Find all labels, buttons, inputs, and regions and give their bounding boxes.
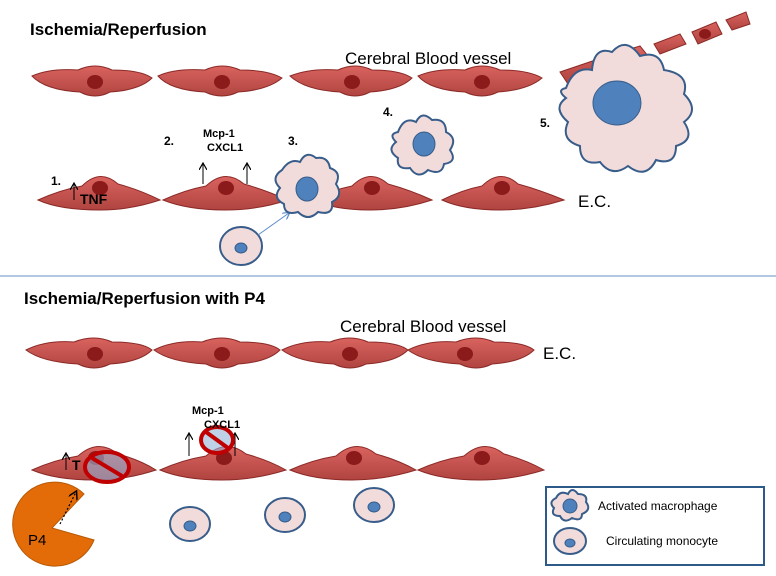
inhibition-icon [199, 425, 235, 455]
nucleus [457, 347, 473, 361]
chemokine-up-arrows [189, 434, 235, 456]
circulating-monocyte [219, 226, 263, 266]
migration-arrow [257, 213, 289, 236]
top-cxcl1-label: CXCL1 [207, 142, 244, 154]
nucleus [699, 29, 711, 39]
top-tnf-label: TNF [80, 191, 108, 207]
chemokine-up-arrows [203, 164, 247, 184]
bottom-panel-title: Ischemia/Reperfusion with P4 [24, 289, 265, 308]
nucleus [92, 181, 108, 195]
nucleus [494, 181, 510, 195]
top-lower-vessel-wall [36, 176, 566, 211]
nucleus [214, 75, 230, 89]
legend-macrophage-label: Activated macrophage [598, 499, 718, 513]
legend-box [545, 486, 765, 566]
step-5-label: 5. [540, 116, 551, 130]
inhibition-icon [83, 450, 131, 484]
endothelial-cell [653, 33, 687, 55]
bottom-upper-vessel-wall [25, 337, 535, 369]
nucleus [87, 75, 103, 89]
activated-macrophage [390, 114, 455, 176]
nucleus [474, 75, 490, 89]
nucleus [344, 75, 360, 89]
activated-macrophage [274, 153, 341, 218]
bottom-vessel-label: Cerebral Blood vessel [340, 317, 507, 336]
legend-macrophage-icon [550, 489, 590, 522]
nucleus [364, 181, 380, 195]
top-vessel-label: Cerebral Blood vessel [345, 49, 512, 68]
step-3-label: 3. [288, 134, 299, 148]
circulating-monocyte [264, 497, 306, 533]
nucleus [87, 347, 103, 361]
nucleus [342, 347, 358, 361]
bottom-tnf-label: T [72, 457, 81, 473]
nucleus [346, 451, 362, 465]
p4-action-arrow [59, 492, 76, 525]
p4-label: P4 [28, 532, 47, 549]
step-4-label: 4. [383, 105, 394, 119]
circulating-monocyte [353, 487, 395, 523]
bottom-mcp1-label: Mcp-1 [192, 405, 224, 417]
circulating-monocyte [169, 506, 211, 542]
nucleus [214, 347, 230, 361]
legend-monocyte-icon [553, 527, 587, 555]
nucleus [474, 451, 490, 465]
nucleus [218, 181, 234, 195]
bottom-ec-label: E.C. [543, 344, 577, 363]
activated-macrophage [558, 44, 693, 173]
bottom-cxcl1-label: CXCL1 [204, 419, 241, 431]
endothelial-cell [725, 11, 751, 31]
step-2-label: 2. [164, 134, 175, 148]
p4-molecule [12, 481, 95, 567]
legend-monocyte-label: Circulating monocyte [606, 534, 719, 548]
top-panel-title: Ischemia/Reperfusion [30, 20, 207, 39]
top-mcp1-label: Mcp-1 [203, 128, 235, 140]
step-1-label: 1. [51, 174, 62, 188]
top-ec-label: E.C. [578, 192, 612, 211]
